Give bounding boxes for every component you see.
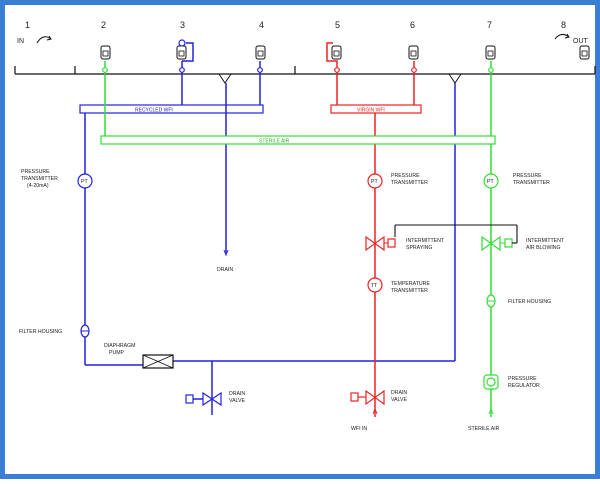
air-blowing-label-2: AIR BLOWING: [526, 245, 561, 251]
tt-symbol: TT: [371, 283, 378, 289]
air-filter-label: FILTER HOUSING: [508, 299, 551, 305]
virgin-nozzle-6: [411, 67, 417, 73]
pressure-regulator-icon: [483, 374, 499, 390]
bottle-icon-7: [485, 45, 496, 60]
out-arrow-head-icon: [564, 33, 570, 39]
wfi-in-arrow-icon: [372, 407, 378, 415]
pump-label-1: DIAPHRAGM: [104, 343, 135, 349]
sterile-air-circuit: [100, 61, 496, 417]
recycled-pt-label-2: TRANSMITTER: [21, 176, 58, 182]
station-number-4: 4: [259, 20, 264, 30]
sterile-air-label: STERILE AIR: [468, 426, 500, 432]
air-nozzle-2: [102, 67, 108, 73]
air-blowing-valve-icon: [481, 235, 513, 252]
recycled-pt-label-3: (4-20mA): [27, 183, 49, 189]
control-link: [394, 224, 518, 244]
air-pressure-transmitter-icon: [483, 173, 499, 189]
in-arrow-head-icon: [46, 35, 52, 41]
recycled-nozzle-4: [257, 67, 263, 73]
pump-label-2: PUMP: [109, 350, 125, 356]
diaphragm-pump-icon: [142, 354, 174, 369]
bottle-icon-6: [408, 45, 419, 60]
virgin-drain-valve-label-1: DRAIN: [391, 390, 407, 396]
spraying-valve-icon: [365, 235, 396, 252]
station-number-6: 6: [410, 20, 415, 30]
in-arrow-icon: [36, 36, 52, 44]
recycled-pt-symbol: PT: [81, 179, 88, 185]
virgin-pt-label-1: PRESSURE: [391, 173, 420, 179]
spraying-label-1: INTERMITTENT: [406, 238, 445, 244]
recycled-drain-valve-label-1: DRAIN: [229, 391, 245, 397]
drain-label: DRAIN: [217, 267, 233, 273]
virgin-drain-valve-label-2: VALVE: [391, 397, 407, 403]
tt-label-2: TRANSMITTER: [391, 288, 428, 294]
machine-base-line: [14, 66, 596, 75]
station-number-7: 7: [487, 20, 492, 30]
virgin-pressure-transmitter-icon: [367, 173, 383, 189]
air-nozzle-7: [488, 67, 494, 73]
drain-funnel-2: [448, 73, 462, 84]
air-blowing-label-1: INTERMITTENT: [526, 238, 565, 244]
bottle-icon-4: [255, 45, 266, 60]
recycled-filter-label: FILTER HOUSING: [19, 329, 62, 335]
bottle-icon-8: [579, 45, 590, 60]
air-pt-label-1: PRESSURE: [513, 173, 542, 179]
regulator-label-1: PRESSURE: [508, 376, 537, 382]
virgin-drain-valve-icon: [350, 389, 385, 406]
recycled-wfi-circuit: [79, 42, 456, 415]
in-label: IN: [17, 38, 24, 45]
air-pt-label-2: TRANSMITTER: [513, 180, 550, 186]
drain-arrow-icon: [223, 249, 229, 257]
drain-funnel-1: [218, 73, 232, 84]
air-pt-symbol: PT: [487, 179, 494, 185]
station-number-3: 3: [180, 20, 185, 30]
virgin-pt-label-2: TRANSMITTER: [391, 180, 428, 186]
out-label: OUT: [573, 38, 589, 45]
recycled-header-label: RECYCLED WFI: [135, 108, 173, 114]
bottle-icon-3: [176, 45, 187, 60]
virgin-pt-symbol: PT: [371, 179, 378, 185]
virgin-header-label: VIRGIN WFI: [357, 108, 385, 114]
recycled-drain-valve-icon: [185, 391, 222, 407]
piping-diagram: 1 2 3 4 5 6 7 8 IN OUT: [14, 20, 596, 432]
temperature-transmitter-icon: [367, 277, 383, 293]
spraying-label-2: SPRAYING: [406, 245, 432, 251]
sterile-air-arrow-icon: [488, 407, 494, 415]
bottle-icon-2: [100, 45, 111, 60]
station-number-8: 8: [561, 20, 566, 30]
tt-label-1: TEMPERATURE: [391, 281, 430, 287]
recycled-pt-label-1: PRESSURE: [21, 169, 50, 175]
station-number-1: 1: [25, 20, 30, 30]
recycled-nozzle-3b: [179, 67, 185, 73]
virgin-nozzle-5: [334, 67, 340, 73]
recycled-pressure-transmitter-icon: [77, 173, 93, 189]
station-number-2: 2: [101, 20, 106, 30]
air-header-label: STERILE AIR: [259, 139, 290, 145]
bottle-icon-5: [331, 45, 342, 60]
virgin-wfi-circuit: [326, 42, 422, 417]
station-number-5: 5: [335, 20, 340, 30]
out-arrow-icon: [554, 33, 570, 40]
recycled-nozzle-3: [178, 39, 186, 47]
regulator-label-2: REGULATOR: [508, 383, 540, 389]
wfi-in-label: WFI IN: [351, 426, 367, 432]
recycled-drain-valve-label-2: VALVE: [229, 398, 245, 404]
